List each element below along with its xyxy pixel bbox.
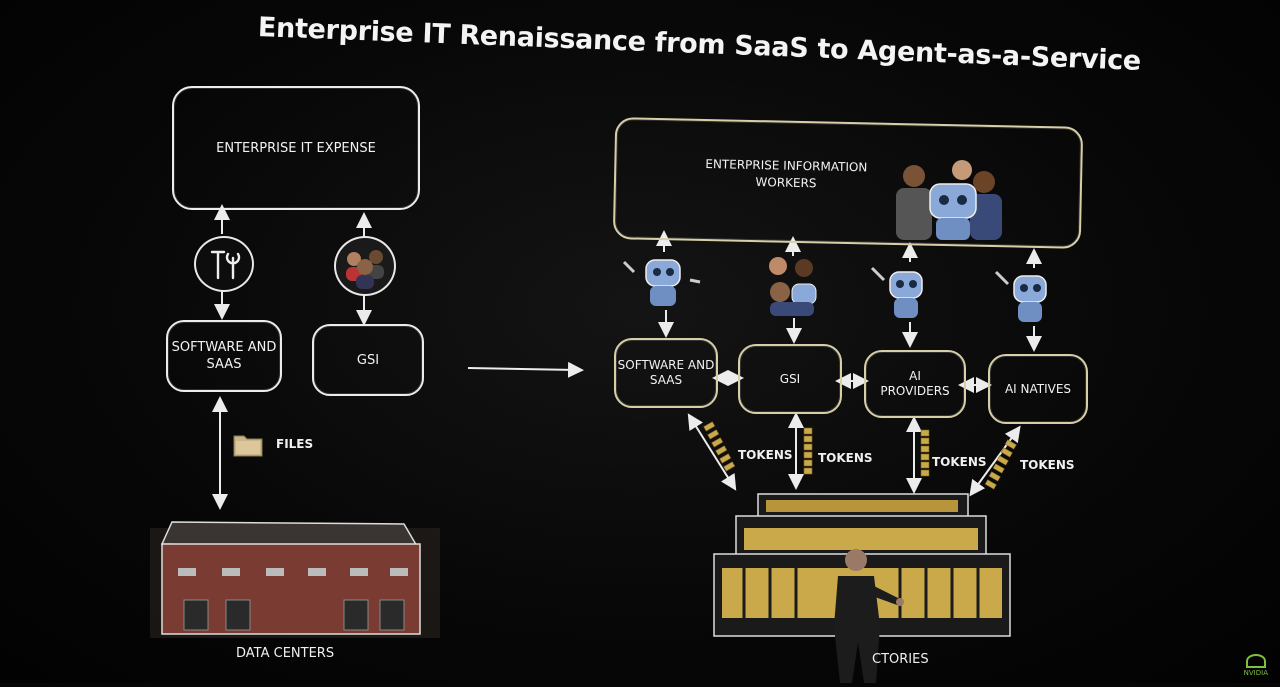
software-saas-box-right: Software and SaaS [614, 338, 718, 408]
tokens-label-2: TOKENS [818, 451, 873, 465]
presenter-figure [820, 546, 904, 683]
ai-natives-box: AI Natives [988, 354, 1088, 424]
robot-mechanic-icon-2 [868, 262, 938, 322]
robot-with-people-icon [762, 254, 820, 318]
ai-factories-label: CTORIES [872, 652, 929, 667]
software-saas-label-right: Software and SaaS [617, 358, 715, 387]
gsi-label-right: GSI [779, 371, 801, 386]
software-saas-box-left: Software and SaaS [166, 320, 282, 392]
files-label: FILES [276, 437, 314, 451]
robot-mechanic-icon-3 [992, 268, 1058, 326]
tokens-label-1: TOKENS [738, 448, 793, 462]
ai-providers-label: AI Providers [880, 369, 950, 398]
folder-icon [232, 430, 264, 458]
ai-providers-box: AI Providers [864, 350, 966, 418]
tools-icon [194, 236, 254, 292]
enterprise-it-expense-label: Enterprise IT Expense [216, 140, 376, 156]
gsi-box-right: GSI [738, 344, 842, 414]
data-center-building [150, 514, 440, 642]
tokens-label-4: TOKENS [1020, 458, 1075, 472]
gsi-label-left: GSI [356, 352, 380, 368]
enterprise-it-expense-box: Enterprise IT Expense [172, 86, 420, 210]
enterprise-information-workers-label: Enterprise Information Workers [705, 157, 868, 191]
people-group-icon [334, 236, 396, 296]
robot-mechanic-icon-1 [620, 252, 702, 310]
enterprise-information-workers-box: Enterprise Information Workers [612, 117, 1084, 249]
tokens-label-3: TOKENS [932, 455, 987, 469]
gsi-box-left: GSI [312, 324, 424, 396]
nvidia-logo: NVIDIA [1244, 654, 1268, 677]
data-centers-label: Data Centers [236, 646, 335, 661]
ai-natives-label: AI Natives [1004, 381, 1072, 396]
nvidia-logo-text: NVIDIA [1243, 669, 1268, 677]
workers-with-robot-illustration [886, 158, 1010, 242]
software-saas-label-left: Software and SaaS [171, 340, 277, 372]
